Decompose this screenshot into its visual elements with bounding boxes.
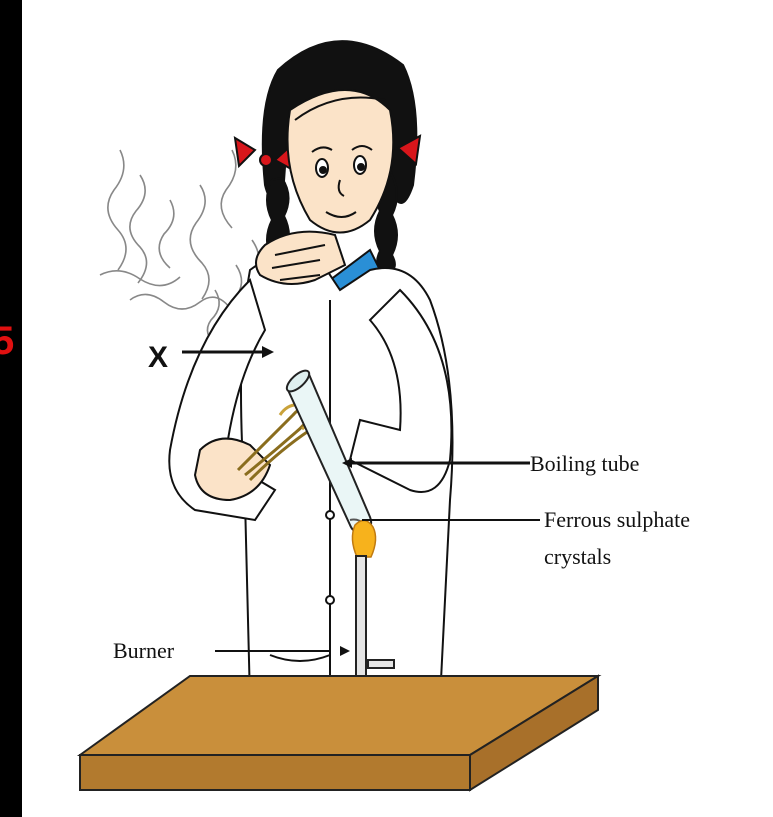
burner-label: Burner: [113, 638, 175, 663]
ferrous-sulphate-label-line2: crystals: [544, 544, 611, 569]
flame-icon: [352, 520, 375, 557]
edge-fragment-text: 5: [0, 319, 14, 363]
student-figure: [169, 41, 452, 700]
ferrous-sulphate-label-line1: Ferrous sulphate: [544, 507, 690, 532]
table-icon: [80, 676, 598, 790]
x-marker-label: X: [148, 341, 168, 374]
boiling-tube-label: Boiling tube: [530, 451, 639, 476]
